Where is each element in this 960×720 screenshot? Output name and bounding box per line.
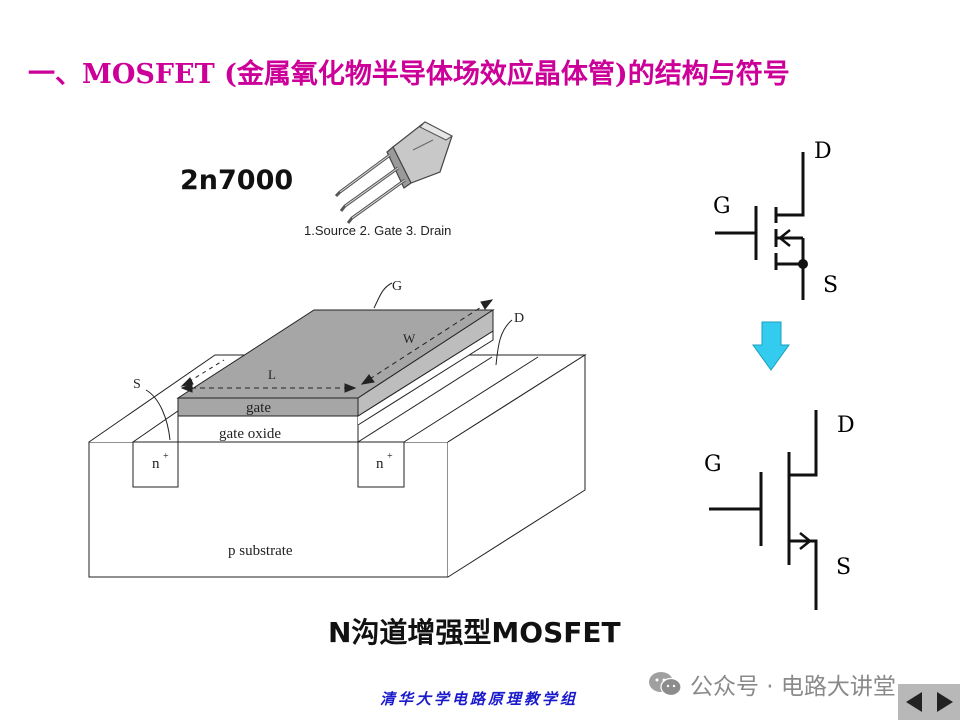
arrow-right-icon xyxy=(936,692,953,712)
watermark: 公众号 · 电路大讲堂 xyxy=(648,667,896,701)
drain-n-sup: + xyxy=(387,451,393,462)
gate-leader xyxy=(373,282,393,309)
mosfet-symbol-full xyxy=(715,152,808,300)
gate-side xyxy=(357,309,494,417)
top-drain-label: D xyxy=(814,139,832,164)
top-gate-label: G xyxy=(713,194,731,219)
footer-credit: 清华大学电路原理教学组 xyxy=(380,690,579,708)
drain-terminal-label: D xyxy=(514,311,524,326)
substrate-label: p substrate xyxy=(228,543,293,559)
width-label: W xyxy=(403,331,416,346)
drain-n-label: n xyxy=(376,456,384,472)
diagram-caption: N沟道增强型MOSFET xyxy=(328,616,621,649)
source-n-sup: + xyxy=(163,451,169,462)
watermark-text: 公众号 · 电路大讲堂 xyxy=(690,674,896,700)
arrow-down-icon xyxy=(752,321,790,371)
source-well xyxy=(132,441,179,488)
source-terminal-label: S xyxy=(133,377,141,392)
bottom-gate-label: G xyxy=(704,452,722,477)
source-leader xyxy=(145,389,171,441)
mosfet-symbol-simplified xyxy=(709,410,818,610)
pin-caption: 1.Source 2. Gate 3. Drain xyxy=(304,223,452,238)
drain-well xyxy=(357,441,405,488)
structure-labels: G D S W L gate gate oxide n + n + p subs… xyxy=(133,279,524,559)
source-n-label: n xyxy=(152,456,160,472)
drain-leader xyxy=(495,319,513,366)
next-slide-button[interactable] xyxy=(929,684,960,720)
mosfet-structure xyxy=(88,282,587,578)
bottom-drain-label: D xyxy=(837,413,855,438)
arrow-left-icon xyxy=(905,692,922,712)
bottom-source-label: S xyxy=(836,555,851,580)
top-source-label: S xyxy=(823,273,838,298)
slide-title: 一、MOSFET (金属氧化物半导体场效应晶体管)的结构与符号 xyxy=(28,59,790,90)
substrate-side xyxy=(447,354,586,578)
part-number: 2n7000 xyxy=(180,165,294,196)
gate-oxide-label: gate oxide xyxy=(219,426,281,442)
gate-label: gate xyxy=(246,400,271,416)
length-label: L xyxy=(268,367,276,382)
wechat-icon xyxy=(649,672,682,697)
transistor-package-image xyxy=(334,121,453,224)
gate-terminal-label: G xyxy=(392,279,402,294)
previous-slide-button[interactable] xyxy=(898,684,929,720)
